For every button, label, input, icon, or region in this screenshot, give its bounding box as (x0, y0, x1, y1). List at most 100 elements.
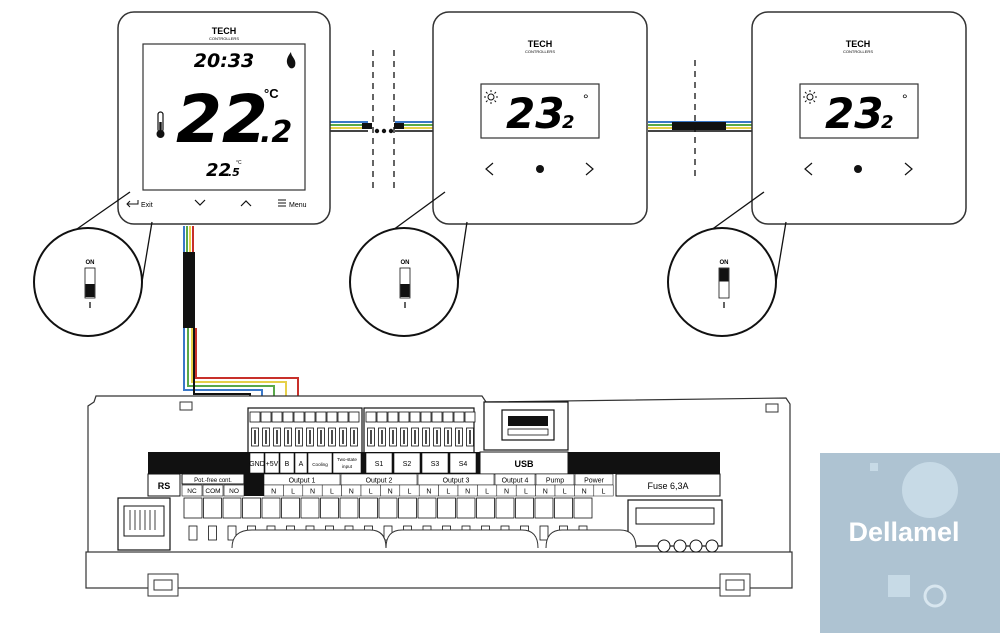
signal-terminal[interactable] (304, 411, 316, 447)
svg-text:ON: ON (401, 260, 410, 266)
sensor-2-unit: ° (902, 91, 908, 107)
signal-terminal[interactable] (409, 411, 421, 447)
sensor-2-ok-button[interactable] (854, 165, 862, 173)
sensor-1-right-button[interactable] (585, 162, 594, 176)
power-terminal[interactable] (222, 497, 242, 541)
rj-socket[interactable] (117, 497, 171, 551)
pin-label: L (446, 489, 450, 496)
down-button[interactable] (194, 199, 206, 206)
flame-icon (286, 52, 296, 69)
signal-terminal[interactable] (260, 411, 272, 447)
thermostat-set-unit: °C (236, 160, 242, 166)
power-terminal[interactable] (203, 497, 222, 541)
terminal-label: B (285, 461, 290, 468)
room-thermostat: TECH CONTROLLERS 20:33 22 .2 °C 22 .5 °C… (117, 11, 331, 225)
signal-terminal[interactable] (249, 411, 261, 447)
pin-label: N (271, 489, 276, 496)
pin-label: L (524, 489, 528, 496)
sensor-1-ok-button[interactable] (536, 165, 544, 173)
terminal-label-box (421, 452, 449, 474)
sun-icon (484, 90, 498, 104)
pin-label: L (485, 489, 489, 496)
dip-switch-1[interactable] (84, 267, 96, 299)
terminal-label: input (342, 464, 353, 469)
terminal-label: Cooling (312, 462, 328, 467)
signal-terminal[interactable] (337, 411, 349, 447)
terminal-label-box (249, 452, 265, 474)
pin-label: L (602, 489, 606, 496)
terminal-label: A (299, 461, 304, 468)
thermostat-brand-sub: CONTROLLERS (209, 36, 239, 41)
usb-label: USB (514, 459, 534, 469)
sensor-1-brand: TECH (528, 39, 553, 49)
pot-free-pin-label: COM (205, 488, 220, 495)
signal-terminal[interactable] (453, 411, 465, 447)
sensor-1-decimal: 2 (562, 112, 575, 133)
pin-label: L (330, 489, 334, 496)
signal-terminal[interactable] (348, 411, 360, 447)
terminal-label-box (294, 452, 308, 474)
sensor-2-left-button[interactable] (804, 162, 813, 176)
power-terminal[interactable] (183, 497, 203, 541)
signal-terminal[interactable] (464, 411, 476, 447)
terminal-label-box (393, 452, 421, 474)
pin-label: N (504, 489, 509, 496)
sensor-2-brand-sub: CONTROLLERS (843, 49, 873, 54)
output-header-label: Output 4 (502, 478, 529, 485)
dip-switch-callout-1: ON (33, 191, 153, 337)
output-header-label: Output 1 (289, 478, 316, 485)
bus-continuation (372, 50, 696, 190)
signal-terminal[interactable] (398, 411, 410, 447)
wires (183, 121, 752, 412)
signal-terminal[interactable] (326, 411, 338, 447)
up-button[interactable] (240, 200, 252, 207)
signal-terminal[interactable] (376, 411, 388, 447)
terminal-label: S2 (403, 461, 412, 468)
signal-terminal[interactable] (282, 411, 294, 447)
signal-terminal[interactable] (365, 411, 377, 447)
sensor-1-left-button[interactable] (485, 162, 494, 176)
pin-label: L (369, 489, 373, 496)
signal-terminal-block (247, 407, 476, 455)
terminal-label-box (279, 452, 295, 474)
usb-port[interactable] (483, 401, 569, 451)
sensor-2-temp: 23 (825, 89, 883, 138)
watermark: Dellamel (820, 453, 1000, 633)
pot-free-label: Pot.-free cont. (194, 478, 232, 484)
pot-free-pin-label: NO (229, 488, 239, 495)
terminal-label: S4 (459, 461, 468, 468)
dip-switch-3[interactable] (718, 267, 730, 299)
rs-label: RS (158, 481, 171, 491)
thermostat-temp-decimal: .2 (260, 115, 292, 150)
exit-button[interactable]: Exit (126, 200, 153, 209)
signal-terminal[interactable] (420, 411, 432, 447)
thermostat-set-decimal: .5 (228, 166, 240, 179)
signal-terminal[interactable] (442, 411, 454, 447)
thermometer-icon (156, 111, 165, 138)
menu-button[interactable]: Menu (278, 199, 307, 209)
pin-label: N (465, 489, 470, 496)
sun-icon (803, 90, 817, 104)
pin-label: N (310, 489, 315, 496)
pin-label: N (543, 489, 548, 496)
menu-icon (278, 199, 286, 207)
thermostat-temp-unit: °C (264, 86, 279, 101)
signal-terminal[interactable] (293, 411, 305, 447)
signal-terminal[interactable] (431, 411, 443, 447)
room-sensor-1: TECH CONTROLLERS 23 2 ° (432, 11, 648, 225)
terminal-label-box (307, 452, 333, 474)
thermostat-temp-main: 22 (176, 81, 268, 158)
sensor-2-decimal: 2 (881, 112, 894, 133)
power-terminal[interactable] (534, 497, 554, 541)
thermostat-set-temp: 22 (206, 160, 231, 181)
signal-terminal[interactable] (315, 411, 327, 447)
sensor-2-right-button[interactable] (904, 162, 913, 176)
signal-terminal[interactable] (271, 411, 283, 447)
output-header-label: Power (584, 478, 605, 485)
pin-label: L (408, 489, 412, 496)
signal-terminal[interactable] (387, 411, 399, 447)
thermostat-time: 20:33 (194, 50, 254, 72)
dip-switch-2[interactable] (399, 267, 411, 299)
svg-text:Exit: Exit (141, 202, 153, 209)
pin-label: N (388, 489, 393, 496)
